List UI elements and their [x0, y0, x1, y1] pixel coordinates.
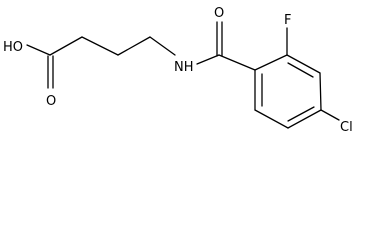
bond-c5-ring [218, 54, 256, 71]
ring-inner-2 [287, 62, 314, 78]
ring-bond-5 [254, 109, 289, 129]
ring-inner-3 [287, 106, 315, 122]
ring-bond-2 [286, 54, 321, 74]
bond-ring-cl [320, 109, 340, 121]
bond-c3-c4 [117, 36, 151, 56]
label-amide-nitrogen: NH [174, 60, 194, 75]
bond-n-c5 [196, 54, 220, 65]
bond-c2-c3 [81, 36, 119, 56]
label-amide-oxygen: O [214, 6, 224, 21]
ring-bond-1 [254, 54, 288, 71]
molecule-structure: HO O NH O F Cl [3, 6, 353, 135]
bond-c4-n [149, 36, 176, 56]
label-acid-oxygen: O [46, 94, 56, 109]
bond-ho-c1 [26, 44, 51, 56]
ring-bond-3 [319, 72, 322, 111]
label-hydroxyl: HO [3, 40, 23, 55]
label-chlorine: Cl [340, 120, 353, 135]
bond-c1-c2 [49, 36, 83, 56]
ring-bond-4 [287, 109, 322, 129]
label-fluorine: F [284, 13, 291, 28]
